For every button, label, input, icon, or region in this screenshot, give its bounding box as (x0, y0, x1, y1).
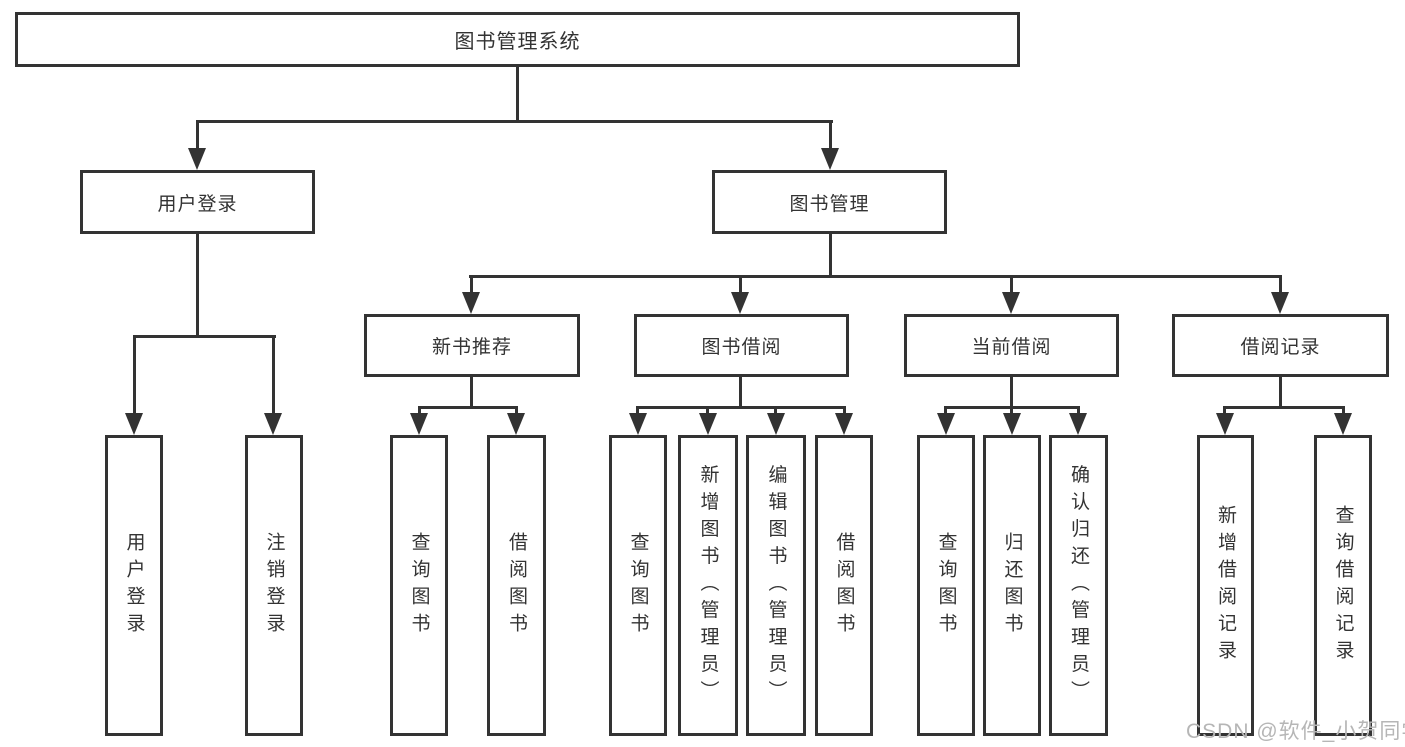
leaf-label: 查询图书 (935, 531, 957, 640)
arrow-down-icon (188, 148, 206, 170)
connector-current-stub (1010, 377, 1013, 408)
connector-stub-recommend (470, 275, 473, 294)
connector-recommend-bus (418, 406, 518, 409)
leaf-label: 查询借阅记录 (1332, 504, 1354, 667)
arrow-down-icon (821, 148, 839, 170)
connector-stub-user-login (196, 120, 199, 150)
leaf-logout: 注销登录 (245, 435, 303, 736)
connector-stub-current-2 (1077, 406, 1080, 416)
arrow-down-icon (125, 413, 143, 435)
connector-stub-records-1 (1342, 406, 1345, 416)
arrow-down-icon (462, 292, 480, 314)
node-label: 图书借阅 (701, 337, 782, 358)
node-label: 新书推荐 (431, 337, 512, 358)
leaf-borrow-add-books-admin: 新增图书（管理员） (678, 435, 738, 736)
arrow-down-icon (1334, 413, 1352, 435)
connector-borrow-stub (739, 377, 742, 408)
connector-stub-current (1010, 275, 1013, 294)
connector-stub-borrow-2 (774, 406, 777, 416)
connector-level3-bus (469, 275, 1282, 278)
leaf-label: 查询图书 (408, 531, 430, 640)
connector-stub-records (1279, 275, 1282, 294)
leaf-recommend-query-books: 查询图书 (390, 435, 448, 736)
arrow-down-icon (507, 413, 525, 435)
leaf-label: 用户登录 (123, 531, 145, 640)
arrow-down-icon (1003, 413, 1021, 435)
leaf-label: 借阅图书 (833, 531, 855, 640)
leaf-borrow-borrow-books: 借阅图书 (815, 435, 873, 736)
arrow-down-icon (937, 413, 955, 435)
leaf-label: 确认归还（管理员） (1068, 464, 1089, 707)
leaf-records-add-borrow-record: 新增借阅记录 (1197, 435, 1254, 736)
node-label: 借阅记录 (1240, 337, 1321, 358)
node-new-book-recommend: 新书推荐 (364, 314, 580, 377)
connector-stub-records-0 (1223, 406, 1226, 416)
arrow-down-icon (629, 413, 647, 435)
connector-borrow-bus (636, 406, 846, 409)
connector-recommend-stub (470, 377, 473, 408)
arrow-down-icon (1002, 292, 1020, 314)
node-label: 图书管理系统 (454, 31, 581, 53)
arrow-down-icon (699, 413, 717, 435)
node-library-management-system: 图书管理系统 (15, 12, 1020, 67)
connector-records-bus (1223, 406, 1345, 409)
watermark: CSDN @软件_小贺同学 (1186, 720, 1405, 743)
node-label: 当前借阅 (971, 337, 1052, 358)
leaf-label: 编辑图书（管理员） (765, 464, 787, 707)
connector-book-management-stub (829, 234, 832, 277)
arrow-down-icon (835, 413, 853, 435)
leaf-current-query-books: 查询图书 (917, 435, 975, 736)
connector-records-stub (1279, 377, 1282, 408)
connector-stub-login-1 (272, 335, 275, 415)
node-book-borrow: 图书借阅 (634, 314, 849, 377)
node-label: 用户登录 (157, 193, 238, 215)
connector-stub-login-0 (133, 335, 136, 415)
leaf-borrow-query-books: 查询图书 (609, 435, 667, 736)
arrow-down-icon (264, 413, 282, 435)
leaf-label: 新增图书（管理员） (697, 464, 719, 707)
connector-stub-borrow-1 (706, 406, 709, 416)
leaf-label: 查询图书 (627, 531, 649, 640)
arrow-down-icon (731, 292, 749, 314)
arrow-down-icon (410, 413, 428, 435)
connector-root-stub (516, 67, 519, 122)
leaf-current-confirm-return-admin: 确认归还（管理员） (1049, 435, 1108, 736)
leaf-label: 归还图书 (1001, 531, 1023, 640)
leaf-user-login: 用户登录 (105, 435, 163, 736)
arrow-down-icon (767, 413, 785, 435)
node-book-management: 图书管理 (712, 170, 947, 234)
connector-stub-recommend-1 (515, 406, 518, 416)
leaf-records-query-borrow-record: 查询借阅记录 (1314, 435, 1372, 736)
connector-login-bus (133, 335, 276, 338)
connector-stub-current-0 (944, 406, 947, 416)
connector-user-login-stub (196, 234, 199, 338)
connector-stub-book-management (829, 120, 832, 150)
leaf-label: 注销登录 (263, 531, 285, 640)
leaf-label: 借阅图书 (506, 531, 527, 640)
connector-stub-current-1 (1010, 406, 1013, 416)
node-borrow-records: 借阅记录 (1172, 314, 1389, 377)
node-label: 图书管理 (789, 193, 870, 215)
connector-stub-recommend-0 (418, 406, 421, 416)
node-current-borrow: 当前借阅 (904, 314, 1119, 377)
connector-level2-bus (196, 120, 833, 123)
connector-stub-borrow-0 (636, 406, 639, 416)
arrow-down-icon (1216, 413, 1234, 435)
connector-stub-borrow (739, 275, 742, 294)
leaf-borrow-edit-books-admin: 编辑图书（管理员） (746, 435, 806, 736)
leaf-current-return-books: 归还图书 (983, 435, 1041, 736)
arrow-down-icon (1271, 292, 1289, 314)
arrow-down-icon (1069, 413, 1087, 435)
leaf-recommend-borrow-books: 借阅图书 (487, 435, 546, 736)
leaf-label: 新增借阅记录 (1215, 504, 1236, 667)
node-user-login: 用户登录 (80, 170, 315, 234)
connector-stub-borrow-3 (843, 406, 846, 416)
